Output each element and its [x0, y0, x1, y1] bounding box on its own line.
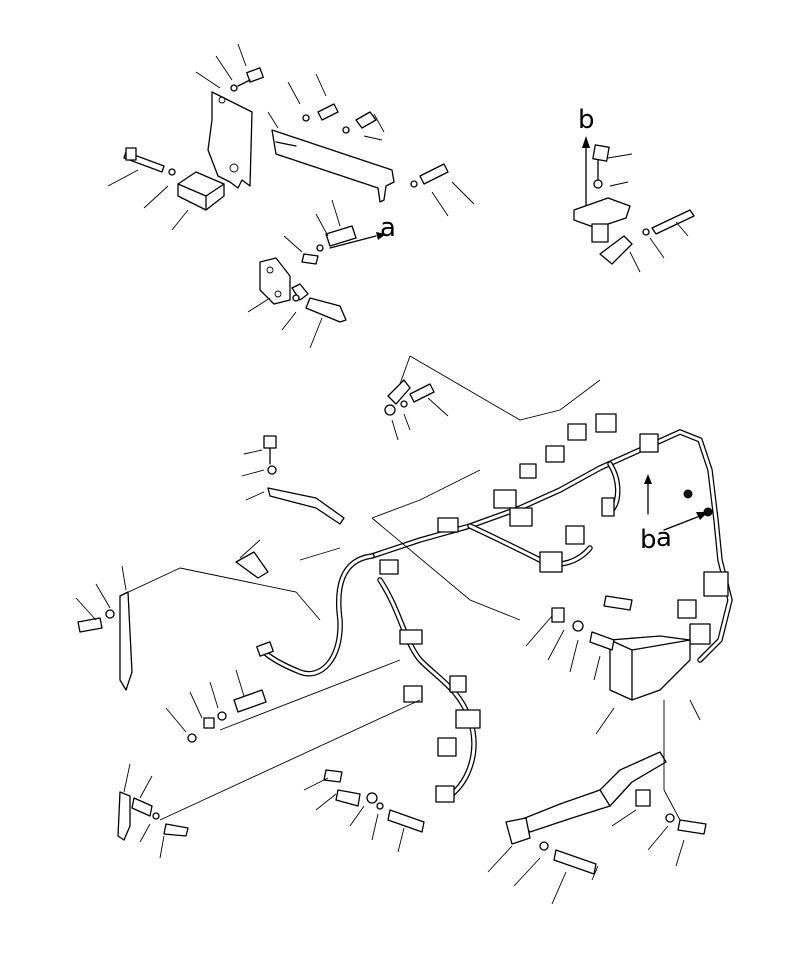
junction-block — [609, 635, 691, 701]
harness-label-b: b — [640, 525, 657, 555]
bolt — [302, 103, 339, 122]
bolt — [410, 163, 449, 188]
harness-label-a: a — [656, 523, 672, 553]
bolt — [230, 67, 264, 92]
small-bracket — [259, 257, 291, 305]
long-bracket — [271, 129, 395, 203]
bolt — [123, 147, 176, 176]
reference-label-b: b — [578, 105, 595, 135]
lower-bracket — [519, 751, 667, 833]
top-bracket-assembly: a — [107, 43, 475, 349]
left-mounting-parts — [75, 379, 449, 859]
reference-label-a: a — [380, 213, 396, 243]
top-right-assembly: b — [573, 105, 695, 273]
wire-harness: b a — [119, 355, 733, 905]
bolt — [342, 111, 377, 134]
mounting-plate — [207, 91, 253, 189]
spacer-block — [177, 171, 225, 211]
